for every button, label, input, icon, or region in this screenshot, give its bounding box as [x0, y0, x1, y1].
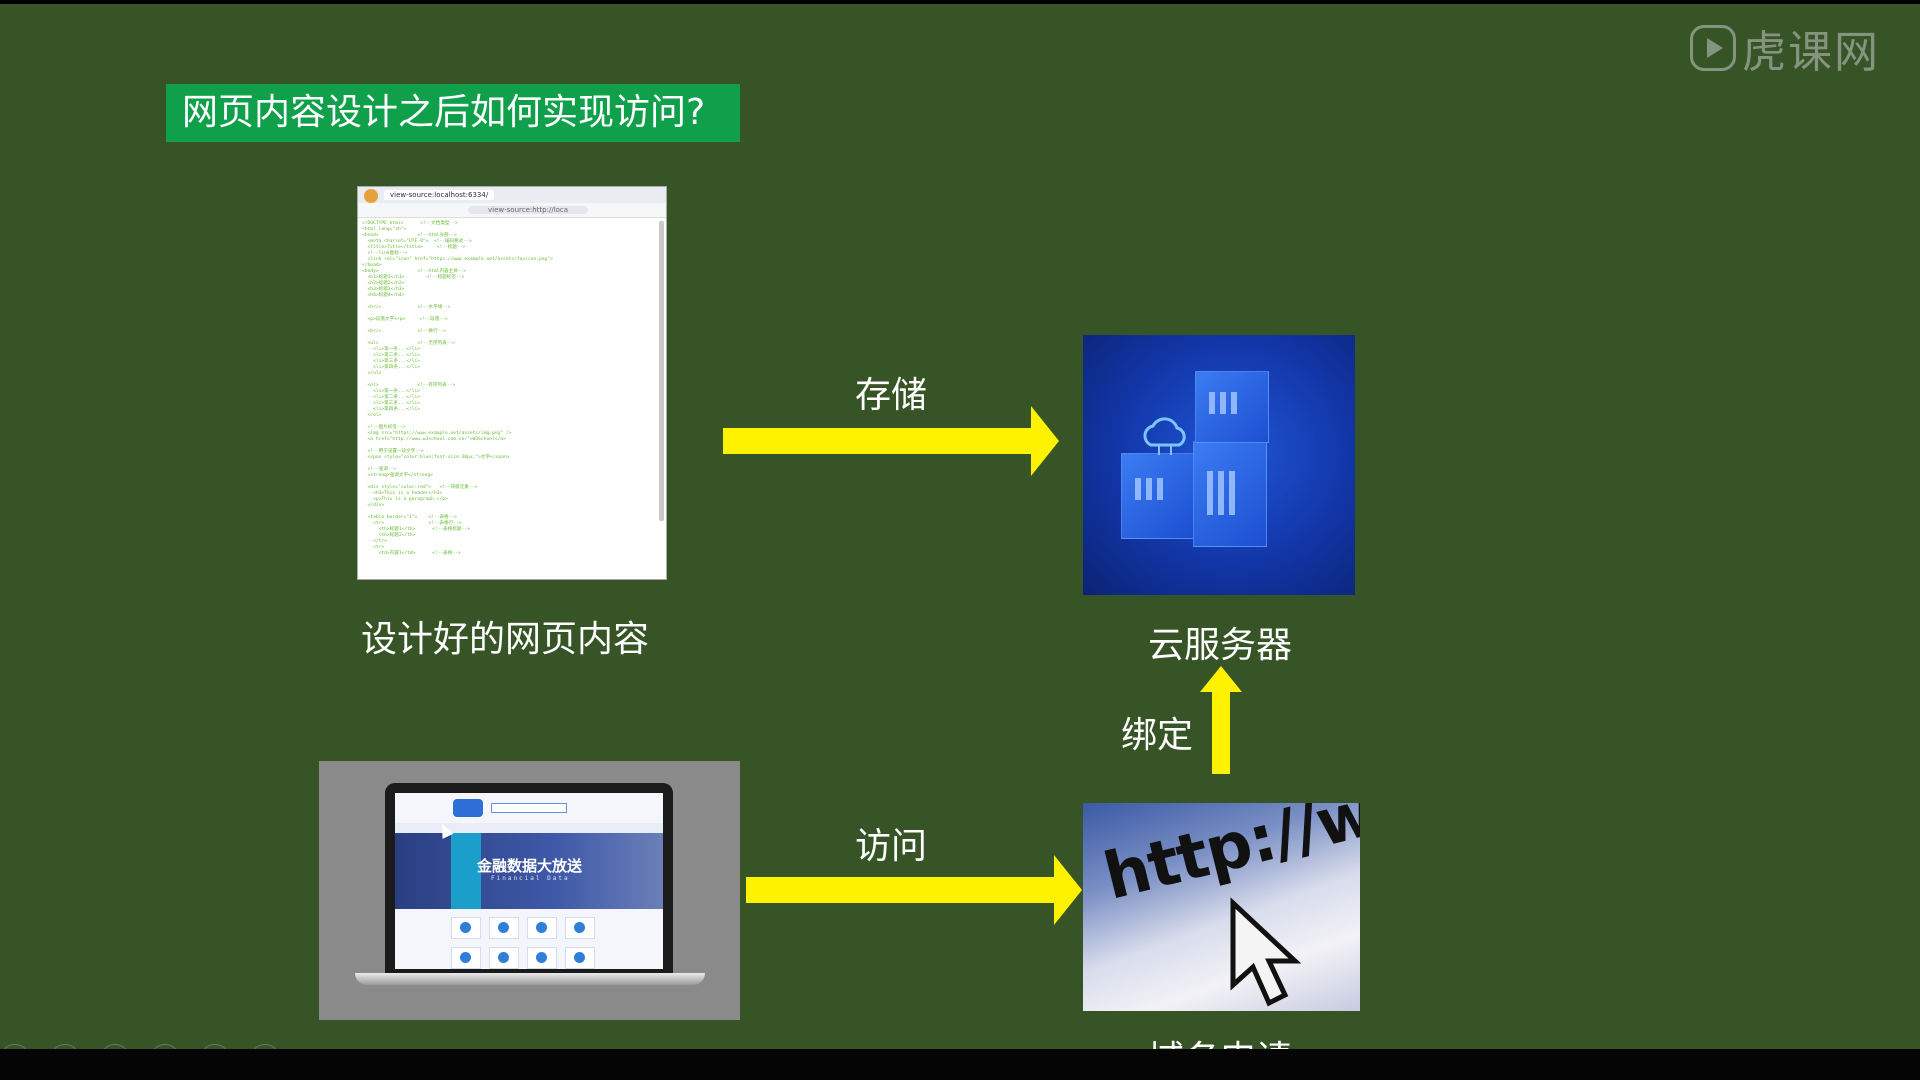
browser-tab: view-source:localhost:6334/	[384, 190, 495, 200]
feature-icon	[527, 947, 557, 969]
cloud-server-label: 云服务器	[1148, 625, 1293, 666]
site-side-menu	[451, 833, 481, 909]
cloud-icon	[1143, 417, 1186, 455]
http-text: http://www	[1097, 803, 1360, 915]
site-banner	[395, 833, 663, 909]
server-cube	[1195, 371, 1269, 443]
laptop-base	[355, 973, 705, 985]
server-cube	[1121, 453, 1195, 539]
site-feature-icons	[451, 917, 631, 969]
feature-icon	[451, 917, 481, 939]
store-arrow-icon	[723, 406, 1059, 476]
feature-icon	[489, 947, 519, 969]
source-code-screenshot: view-source:localhost:6334/ view-source:…	[357, 186, 667, 580]
browser-url: view-source:http://loca	[468, 206, 589, 214]
laptop-website-image: 金融数据大放送 Financial Data	[319, 761, 740, 1020]
website-preview: 金融数据大放送 Financial Data	[395, 793, 663, 969]
scrollbar	[659, 221, 664, 521]
cloud-server-image	[1083, 335, 1355, 595]
store-label: 存储	[855, 375, 928, 416]
slide-canvas: 虎课网 网页内容设计之后如何实现访问? view-source:localhos…	[0, 4, 1920, 1049]
player-bottom-bar	[0, 1049, 1920, 1080]
watermark-text: 虎课网	[1742, 27, 1880, 78]
designed-content-label: 设计好的网页内容	[361, 619, 650, 660]
site-banner-subtitle: Financial Data	[491, 875, 570, 882]
bind-label: 绑定	[1121, 715, 1194, 756]
http-url-image: http://www	[1083, 803, 1360, 1011]
browser-tabbar: view-source:localhost:6334/	[358, 187, 666, 203]
feature-icon	[527, 917, 557, 939]
watermark: 虎课网	[1690, 20, 1880, 78]
browser-urlbar: view-source:http://loca	[358, 203, 666, 218]
site-logo-icon	[453, 799, 483, 817]
slide-title: 网页内容设计之后如何实现访问?	[166, 84, 740, 142]
feature-icon	[565, 947, 595, 969]
browser-avatar-icon	[364, 189, 378, 203]
slide-nav-dots	[0, 1044, 280, 1049]
visit-arrow-icon	[746, 855, 1082, 925]
feature-icon	[565, 917, 595, 939]
domain-apply-label: 域名申请	[1148, 1030, 1292, 1049]
source-code: <!DOCTYPE html> <!--文档类型--> <html lang="…	[362, 221, 553, 556]
site-search-box	[491, 803, 567, 813]
feature-icon	[451, 947, 481, 969]
visit-label: 访问	[855, 826, 928, 867]
laptop-screen: 金融数据大放送 Financial Data	[385, 783, 673, 973]
site-banner-title: 金融数据大放送	[477, 857, 583, 875]
server-cube	[1193, 441, 1267, 547]
feature-icon	[489, 917, 519, 939]
bind-arrow-icon	[1200, 666, 1242, 774]
site-nav	[395, 823, 663, 833]
play-logo-icon	[1690, 25, 1736, 71]
